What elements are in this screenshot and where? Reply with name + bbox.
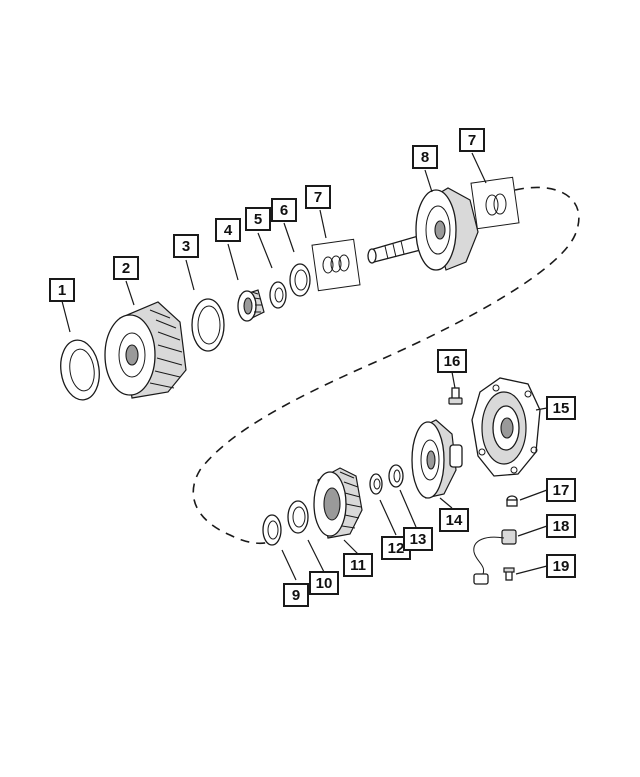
part-17-plug (506, 495, 518, 507)
assembly-grouping-outline (192, 186, 580, 545)
part-4-needle-bearing (237, 289, 265, 322)
part-11-drive-sprocket (313, 467, 363, 539)
callout-1-label: 1 (58, 282, 66, 299)
part-13-washer (388, 464, 404, 488)
callout-5-label: 5 (254, 211, 262, 228)
leader-lines (61, 152, 548, 581)
callout-2-label: 2 (122, 260, 130, 277)
callout-14: 14 (439, 508, 469, 532)
callout-18: 18 (546, 514, 576, 538)
part-2-clutch-drum (104, 301, 187, 399)
callout-13: 13 (403, 527, 433, 551)
callout-7-second: 7 (459, 128, 485, 152)
part-10-thrust-washer (287, 500, 309, 534)
callout-15: 15 (546, 396, 576, 420)
callout-19: 19 (546, 554, 576, 578)
callout-7-second-label: 7 (468, 132, 476, 149)
part-12-washer (369, 473, 383, 495)
callout-15-label: 15 (553, 400, 570, 417)
callout-6-label: 6 (280, 202, 288, 219)
part-5-washer (269, 281, 287, 309)
callout-19-label: 19 (553, 558, 570, 575)
part-15-extension-housing (471, 377, 541, 477)
part-14-gear-plate (411, 419, 463, 499)
part-19-screw (503, 567, 515, 581)
callout-17-label: 17 (553, 482, 570, 499)
part-16-bolt (448, 387, 463, 405)
callout-12-label: 12 (388, 540, 405, 557)
callout-1: 1 (49, 278, 75, 302)
part-7-seal-rings-a (311, 238, 361, 292)
callout-16-label: 16 (444, 353, 461, 370)
part-18-speed-sensor (473, 529, 517, 585)
callout-10: 10 (309, 571, 339, 595)
callout-13-label: 13 (410, 531, 427, 548)
callout-11: 11 (343, 553, 373, 577)
callout-3: 3 (173, 234, 199, 258)
callout-9: 9 (283, 583, 309, 607)
callout-18-label: 18 (553, 518, 570, 535)
callout-16: 16 (437, 349, 467, 373)
callout-5: 5 (245, 207, 271, 231)
callout-10-label: 10 (316, 575, 333, 592)
callout-17: 17 (546, 478, 576, 502)
part-1-thrust-washer (60, 339, 100, 401)
callout-4: 4 (215, 218, 241, 242)
callout-14-label: 14 (446, 512, 463, 529)
callout-8-label: 8 (421, 149, 429, 166)
callout-11-label: 11 (350, 557, 366, 574)
callout-9-label: 9 (292, 587, 300, 604)
callout-7-first-label: 7 (314, 189, 322, 206)
part-3-snap-ring (191, 298, 225, 352)
part-8-output-shaft-gear (367, 187, 479, 271)
callout-7-first: 7 (305, 185, 331, 209)
callout-2: 2 (113, 256, 139, 280)
callout-4-label: 4 (224, 222, 233, 239)
callout-3-label: 3 (182, 238, 190, 255)
part-6-thrust-washer (289, 263, 311, 297)
callout-8: 8 (412, 145, 438, 169)
part-7-seal-rings-b (470, 176, 520, 230)
part-9-washer (262, 514, 282, 546)
callout-6: 6 (271, 198, 297, 222)
